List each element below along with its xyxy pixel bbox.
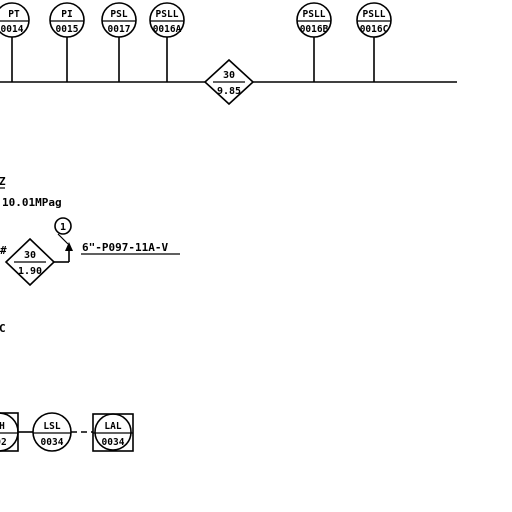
- instrument-number: 0034: [41, 437, 64, 448]
- instrument-number: 0016B: [300, 24, 329, 35]
- instrument-bubble-psl-0017[interactable]: PSL 0017: [101, 2, 137, 82]
- connector-number: 1: [60, 222, 66, 233]
- partial-label-z: Z: [0, 175, 6, 188]
- connector-circle: [54, 217, 72, 235]
- instrument-circle: [356, 2, 392, 38]
- instrument-number: 0017: [108, 24, 131, 35]
- instrument-number: 0015: [56, 24, 79, 35]
- instrument-type: LSL: [43, 421, 60, 432]
- instrument-type: PI: [61, 9, 72, 20]
- instrument-circle: [149, 2, 185, 38]
- instrument-bubble-lal-0034[interactable]: LAL 0034: [92, 413, 134, 452]
- instrument-type: PSLL: [363, 9, 386, 20]
- instrument-circle: [0, 2, 30, 38]
- instrument-bubble-psll-0016c[interactable]: PSLL 0016C: [356, 2, 392, 82]
- pressure-label: 10.01MPag: [2, 196, 62, 209]
- connector-1[interactable]: 1: [54, 217, 72, 235]
- instrument-bubble-lsl-0034[interactable]: LSL 0034: [32, 412, 72, 452]
- instrument-type: PT: [8, 9, 20, 20]
- diamond-symbol-top[interactable]: 30 9.85: [203, 58, 255, 106]
- diamond-lower-value: 1.90: [18, 266, 42, 277]
- instrument-number: 02: [0, 437, 7, 448]
- instrument-type: PSLL: [156, 9, 179, 20]
- connector-leader: [57, 233, 69, 245]
- instrument-circle: [101, 2, 137, 38]
- instrument-type: PSLL: [303, 9, 326, 20]
- instrument-number: 0016A: [153, 24, 182, 35]
- instrument-type: LAL: [104, 421, 121, 432]
- instrument-circle: [94, 413, 132, 451]
- instrument-circle: [49, 2, 85, 38]
- flow-arrow-head: [65, 242, 73, 251]
- diamond-lower-value: 9.85: [217, 86, 241, 97]
- instrument-bubble-pi-0015[interactable]: PI 0015: [49, 2, 85, 82]
- instrument-bubble-partial-h-02[interactable]: H 02: [0, 412, 19, 452]
- diamond-upper-value: 30: [24, 250, 36, 261]
- instrument-number: 0034: [102, 437, 125, 448]
- partial-label-c: C: [0, 322, 6, 335]
- instrument-type: H: [0, 421, 5, 432]
- instrument-bubble-psll-0016b[interactable]: PSLL 0016B: [296, 2, 332, 82]
- diamond-symbol-mid[interactable]: 30 1.90: [4, 237, 56, 287]
- line-number-label: 6"-P097-11A-V: [82, 241, 168, 254]
- instrument-bubble-pt-0014[interactable]: PT 0014: [0, 2, 30, 82]
- instrument-number: 0014: [1, 24, 24, 35]
- instrument-circle: [296, 2, 332, 38]
- hash-mark: #: [0, 244, 7, 257]
- instrument-bubble-psll-0016a[interactable]: PSLL 0016A: [149, 2, 185, 82]
- instrument-type: PSL: [110, 9, 127, 20]
- instrument-number: 0016C: [360, 24, 389, 35]
- diamond-upper-value: 30: [223, 70, 235, 81]
